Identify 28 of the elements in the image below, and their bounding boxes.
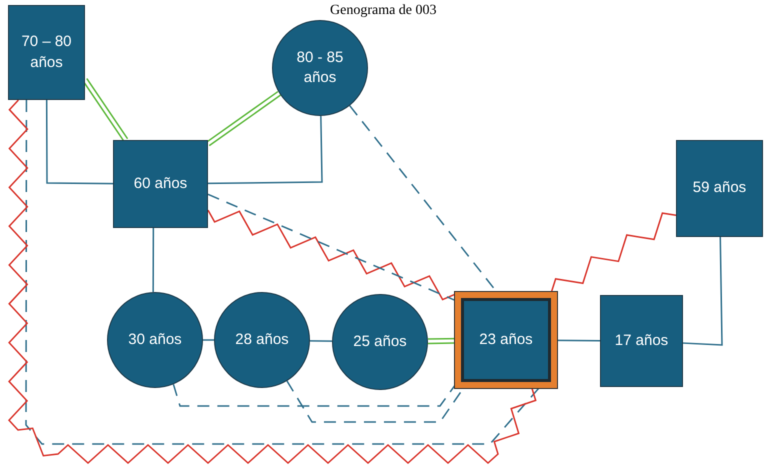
age-label: 59 años (692, 178, 748, 198)
zigzag-conflict-line (550, 212, 676, 292)
diagram-title: Genograma de 003 (330, 2, 437, 20)
age-label: 17 años (614, 330, 670, 351)
relationship-line (557, 340, 600, 342)
age-label: 28 años (234, 330, 290, 350)
relationship-line (203, 339, 214, 341)
relationship-line (152, 228, 154, 292)
male-square (8, 5, 85, 100)
relationship-line (682, 236, 723, 346)
male-square (600, 295, 683, 387)
male-square (676, 140, 763, 237)
age-label: 25 años (352, 332, 408, 352)
dashed-relationship-line (172, 384, 456, 407)
male-square (113, 140, 208, 228)
relationship-line (46, 100, 113, 184)
dashed-relationship-line (208, 194, 456, 301)
double-relationship-line (206, 90, 281, 146)
age-label: 70 – 80 años (20, 32, 73, 72)
double-relationship-line (428, 338, 456, 344)
age-label: 30 años (127, 330, 183, 350)
zigzag-conflict-line (207, 210, 456, 300)
relationship-line (310, 340, 332, 342)
age-label: 80 - 85 años (296, 48, 344, 88)
age-label: 60 años (132, 174, 188, 194)
age-label: 23 años (478, 330, 534, 350)
relationship-line (208, 116, 323, 184)
male-square (455, 292, 557, 388)
